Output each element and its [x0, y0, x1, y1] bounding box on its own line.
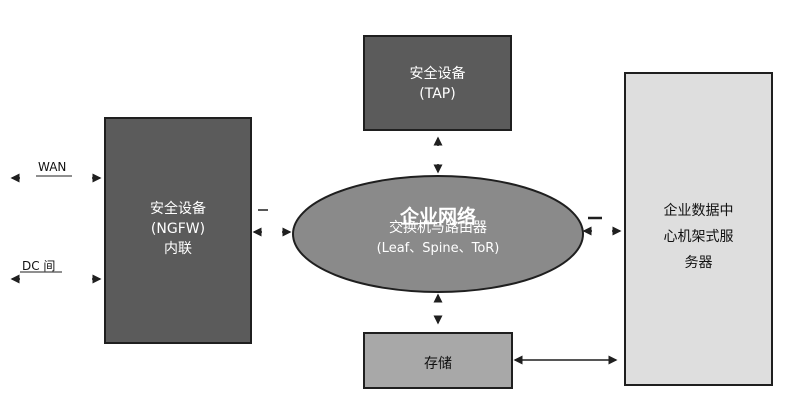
ngfw-line-2: (NGFW): [150, 221, 206, 237]
ngfw-line-1: 安全设备: [150, 201, 206, 217]
wan-link: [10, 173, 102, 183]
ngfw-line-3: 内联: [164, 241, 192, 257]
storage-box: 存储: [363, 332, 513, 389]
tap-security-box: 安全设备 (TAP): [363, 35, 512, 131]
network-title: 企业网络: [399, 206, 476, 228]
network-label: 企业网络 交换机与路由器 (Leaf、Spine、ToR): [293, 204, 583, 262]
network-line-1: 交换机与路由器: [389, 220, 487, 236]
server-rack-box: 企业数据中 心机架式服 务器: [624, 72, 773, 386]
tap-line-1: 安全设备: [409, 66, 466, 82]
tap-line-2: (TAP): [419, 86, 456, 102]
ngfw-network-link: [252, 209, 292, 237]
network-line-2: (Leaf、Spine、ToR): [376, 241, 500, 256]
server-line-3: 务器: [684, 255, 713, 271]
network-server-link: [582, 216, 622, 236]
storage-label: 存储: [424, 356, 452, 372]
server-line-2: 心机架式服: [663, 229, 734, 245]
server-line-1: 企业数据中: [663, 203, 734, 219]
ngfw-security-box: 安全设备 (NGFW) 内联: [104, 117, 252, 344]
wan-label: WAN: [38, 160, 67, 174]
dc-label: DC 间: [22, 259, 56, 273]
dc-link: [10, 271, 102, 284]
